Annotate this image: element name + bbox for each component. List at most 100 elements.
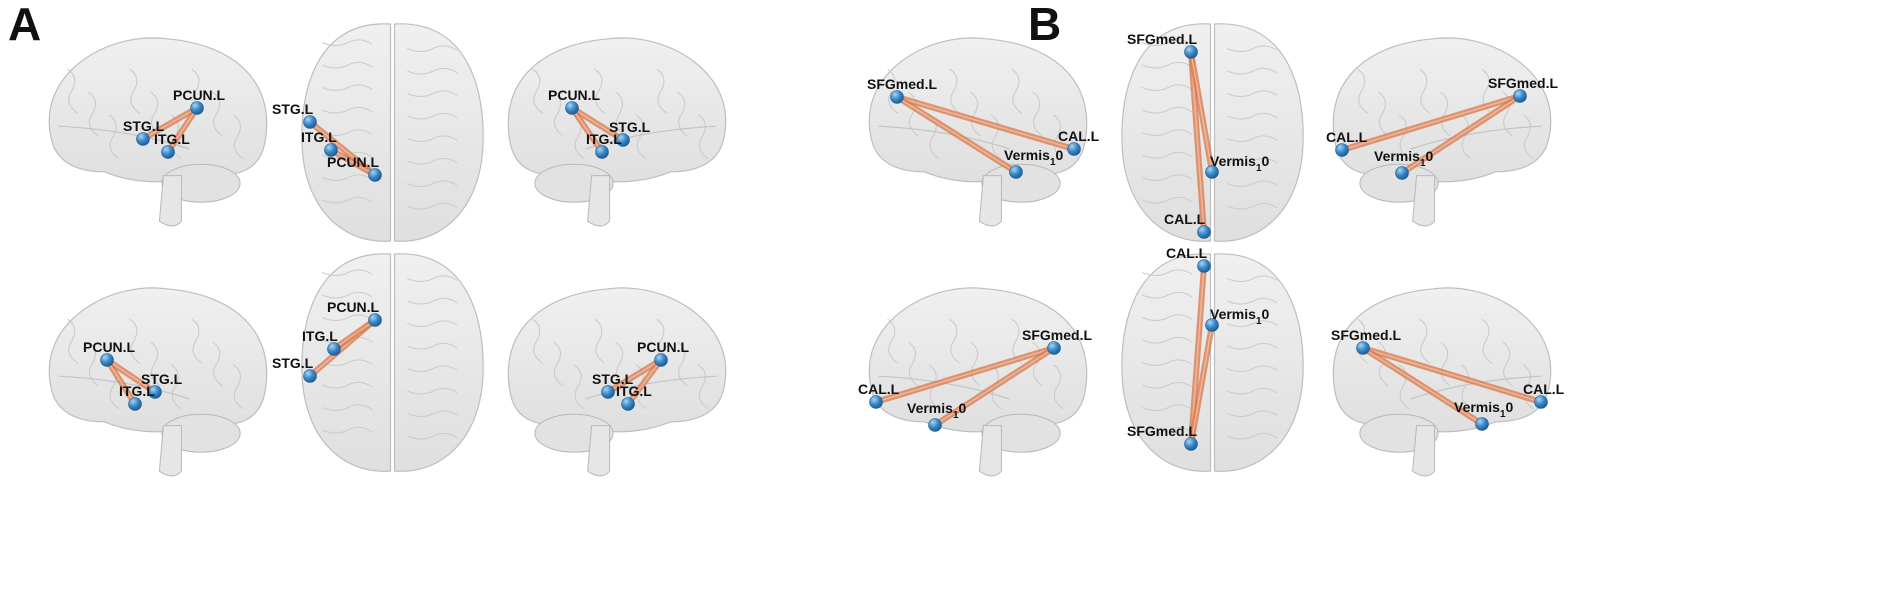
node-a-sagittal-right-itgl [595,145,609,159]
region-label: Vermis10 [1374,148,1434,169]
node-a-axial-top-pcunl [368,168,382,182]
edge-highlight [934,347,1055,426]
node-b-sagittal-left-vermis_10 [1009,165,1023,179]
region-label: CAL.L [858,381,900,397]
region-label: ITG.L [119,383,155,399]
panel-label-b: B [1028,0,1061,50]
edge-highlight [1362,347,1483,425]
brain-b-medial-right [1332,287,1552,477]
node-a-medial-right-pcunl [654,353,668,367]
node-b-axial-bottom-vermis_10 [1205,318,1219,332]
node-a-medial-left-pcunl [100,353,114,367]
edge-highlight [875,347,1055,403]
node-a-sagittal-left-stgl [136,132,150,146]
region-label: STG.L [609,119,651,135]
region-label: SFGmed.L [867,76,937,92]
region-label: CAL.L [1058,128,1100,144]
node-b-axial-top-vermis_10 [1205,165,1219,179]
node-b-sagittal-left-sfgmedl [890,90,904,104]
connectivity-edges [104,49,1544,447]
brain-b-axial-top [1121,23,1304,242]
region-label: CAL.L [1164,211,1206,227]
node-b-axial-top-sfgmedl [1184,45,1198,59]
region-label: Vermis10 [907,400,967,421]
edge-highlight [1341,95,1521,151]
brain-a-sagittal-right [507,37,727,227]
brain-b-sagittal-right [1332,37,1552,227]
brain-a-medial-right [507,287,727,477]
node-b-medial-left-call [869,395,883,409]
node-b-medial-right-sfgmedl [1356,341,1370,355]
region-label: Vermis10 [1210,306,1270,327]
region-label: Vermis10 [1004,147,1064,168]
node-a-axial-top-itgl [324,143,338,157]
node-b-sagittal-right-vermis_10 [1395,166,1409,180]
brain-a-axial-bottom [301,253,484,472]
region-label: SFGmed.L [1331,327,1401,343]
node-a-axial-top-stgl [303,115,317,129]
region-label: ITG.L [154,131,190,147]
edge-highlight [1401,95,1521,174]
node-a-axial-bottom-stgl [303,369,317,383]
region-label: CAL.L [1523,381,1565,397]
brain-b-sagittal-left [868,37,1088,227]
region-label: CAL.L [1166,245,1208,261]
brain-a-sagittal-left [48,37,268,227]
edge-highlight [627,359,662,405]
region-label: STG.L [272,101,314,117]
region-label: ITG.L [302,328,338,344]
edge-highlight [571,107,603,153]
edge-highlight [1190,51,1205,233]
node-a-medial-left-itgl [128,397,142,411]
region-label: SFGmed.L [1022,327,1092,343]
region-label: SFGmed.L [1127,423,1197,439]
node-b-axial-bottom-sfgmedl [1184,437,1198,451]
edge-highlight [607,359,662,393]
region-label: CAL.L [1326,129,1368,145]
node-b-medial-left-vermis_10 [928,418,942,432]
node-b-medial-right-call [1534,395,1548,409]
node-a-sagittal-left-pcunl [190,101,204,115]
node-a-sagittal-right-pcunl [565,101,579,115]
node-a-axial-bottom-itgl [327,342,341,356]
edge-highlight [1362,347,1542,403]
node-a-medial-right-itgl [621,397,635,411]
panel-label-a: A [8,0,41,50]
region-label: SFGmed.L [1488,75,1558,91]
edge-highlight [896,96,1075,150]
region-label: PCUN.L [173,87,226,103]
edge-highlight [571,107,624,141]
region-label: ITG.L [586,131,622,147]
edge-highlight [896,96,1017,173]
edge-highlight [106,359,136,405]
node-b-axial-top-call [1197,225,1211,239]
brain-b-medial-left [868,287,1088,477]
region-label: Vermis10 [1210,153,1270,174]
region-label: SFGmed.L [1127,31,1197,47]
region-label: STG.L [592,371,634,387]
edge-highlight [333,319,376,350]
region-label: ITG.L [301,129,337,145]
brain-a-medial-left [48,287,268,477]
node-a-medial-right-stgl [601,385,615,399]
edge-highlight [330,149,376,176]
node-b-sagittal-right-call [1335,143,1349,157]
brain-b-axial-bottom [1121,253,1304,472]
region-nodes [100,45,1548,451]
node-b-medial-left-sfgmedl [1047,341,1061,355]
region-label: ITG.L [616,383,652,399]
edge-highlight [106,359,156,393]
region-label: PCUN.L [637,339,690,355]
region-label: STG.L [123,118,165,134]
region-label: PCUN.L [548,87,601,103]
region-label: PCUN.L [83,339,136,355]
region-label: STG.L [141,371,183,387]
edge-highlight [1190,265,1205,445]
brain-a-axial-top [301,23,484,242]
edge-highlight [167,107,198,153]
region-label: PCUN.L [327,299,380,315]
region-label: STG.L [272,355,314,371]
region-labels: PCUN.LSTG.LITG.LSTG.LITG.LPCUN.LPCUN.LST… [83,31,1565,439]
node-a-axial-bottom-pcunl [368,313,382,327]
